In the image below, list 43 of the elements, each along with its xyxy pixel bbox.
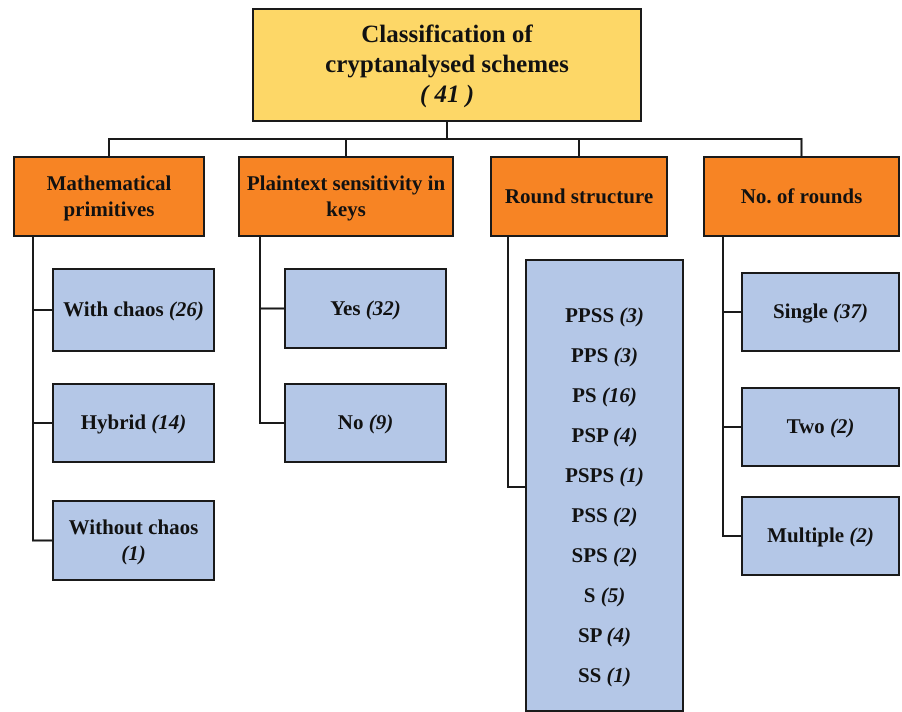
subcategory-box: [284, 383, 447, 463]
count-label: ( 41 ): [420, 80, 474, 110]
connector-line: [32, 237, 52, 542]
node-label: SS (1): [578, 662, 632, 689]
node-label: With chaos (26): [63, 297, 204, 323]
node-label: SPS (2): [572, 542, 638, 569]
subcategory-box: [52, 383, 215, 463]
category-box: [490, 156, 668, 237]
subcategory-box: [525, 259, 684, 712]
node-label: Classification of cryptanalysed schemes: [324, 20, 570, 80]
node-label: PSP (4): [572, 422, 638, 449]
node-label: Mathematical primitives: [46, 171, 172, 222]
node-label: PS (16): [572, 382, 637, 409]
subcategory-box: [741, 272, 900, 352]
node-label: PPSS (3): [565, 302, 644, 329]
node-label: Plaintext sensitivity in keys: [246, 171, 446, 222]
node-label: S (5): [584, 582, 626, 609]
connector-line: [722, 237, 741, 537]
node-label: Round structure: [504, 184, 654, 210]
node-label: Hybrid (14): [80, 410, 186, 436]
node-label: Multiple (2): [767, 523, 874, 549]
connector-line: [446, 122, 802, 156]
node-label: PSS (2): [572, 502, 638, 529]
node-label: Single (37): [772, 299, 868, 325]
node-label: PSPS (1): [565, 462, 644, 489]
node-label: No. of rounds: [740, 184, 862, 210]
connector-line: [259, 237, 284, 424]
subcategory-box: [52, 268, 215, 352]
node-label: SP (4): [578, 622, 632, 649]
subcategory-box: [741, 496, 900, 576]
subcategory-box: [741, 387, 900, 467]
node-label: PPS (3): [570, 342, 638, 369]
node-label: Without chaos (1): [68, 515, 200, 566]
node-label: Two (2): [786, 414, 854, 440]
category-box: [13, 156, 205, 237]
subcategory-box: [52, 500, 215, 581]
category-box: [238, 156, 454, 237]
title-box: [252, 8, 642, 122]
node-label: No (9): [338, 410, 394, 436]
subcategory-box: [284, 268, 447, 349]
node-label: Yes (32): [330, 296, 401, 322]
connector-line: [507, 237, 525, 488]
category-box: [703, 156, 900, 237]
